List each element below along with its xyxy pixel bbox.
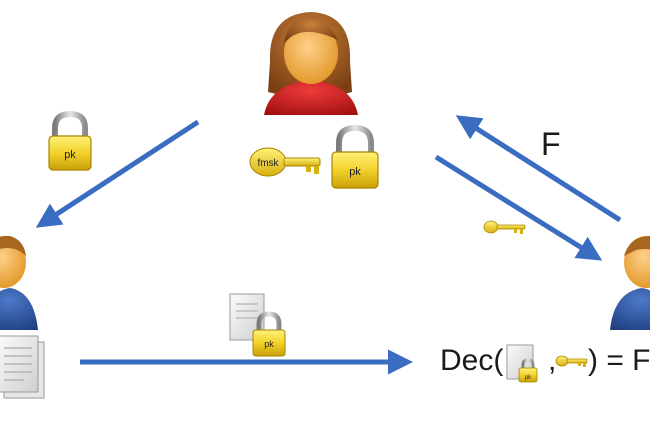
dec-ciphertext-icon: pk	[506, 344, 538, 383]
pk-lock-label: pk	[264, 339, 274, 349]
dec-key-icon	[555, 355, 588, 367]
decryption-expression: Dec( , ) = F	[440, 343, 650, 383]
pk-lock-icon-left: pk	[48, 110, 92, 171]
function-key-icon	[483, 220, 526, 234]
arrow-right-to-center	[455, 115, 622, 223]
pk-lock-label: pk	[525, 375, 532, 381]
arrow-center-to-right	[434, 154, 603, 261]
pk-lock-icon-center: pk	[331, 124, 379, 189]
left-user-icon	[0, 235, 38, 330]
dec-prefix-text: Dec(	[440, 344, 504, 377]
fmsk-key-icon: fmsk	[249, 147, 321, 177]
arrow-center-to-left	[35, 119, 200, 228]
pk-lock-label: pk	[349, 166, 361, 178]
dec-suffix-text: ) = F	[588, 344, 650, 377]
pk-lock-label: pk	[64, 149, 76, 161]
dec-comma-text: ,	[548, 344, 557, 377]
alice-user-icon	[264, 12, 358, 115]
pk-lock-icon-message: pk	[252, 311, 286, 357]
right-user-icon	[610, 236, 650, 330]
encrypted-document-icon: pk	[229, 293, 286, 357]
fmsk-key-label: fmsk	[257, 158, 279, 169]
function-label-f: F	[541, 126, 561, 162]
plaintext-document-icon	[0, 335, 45, 399]
